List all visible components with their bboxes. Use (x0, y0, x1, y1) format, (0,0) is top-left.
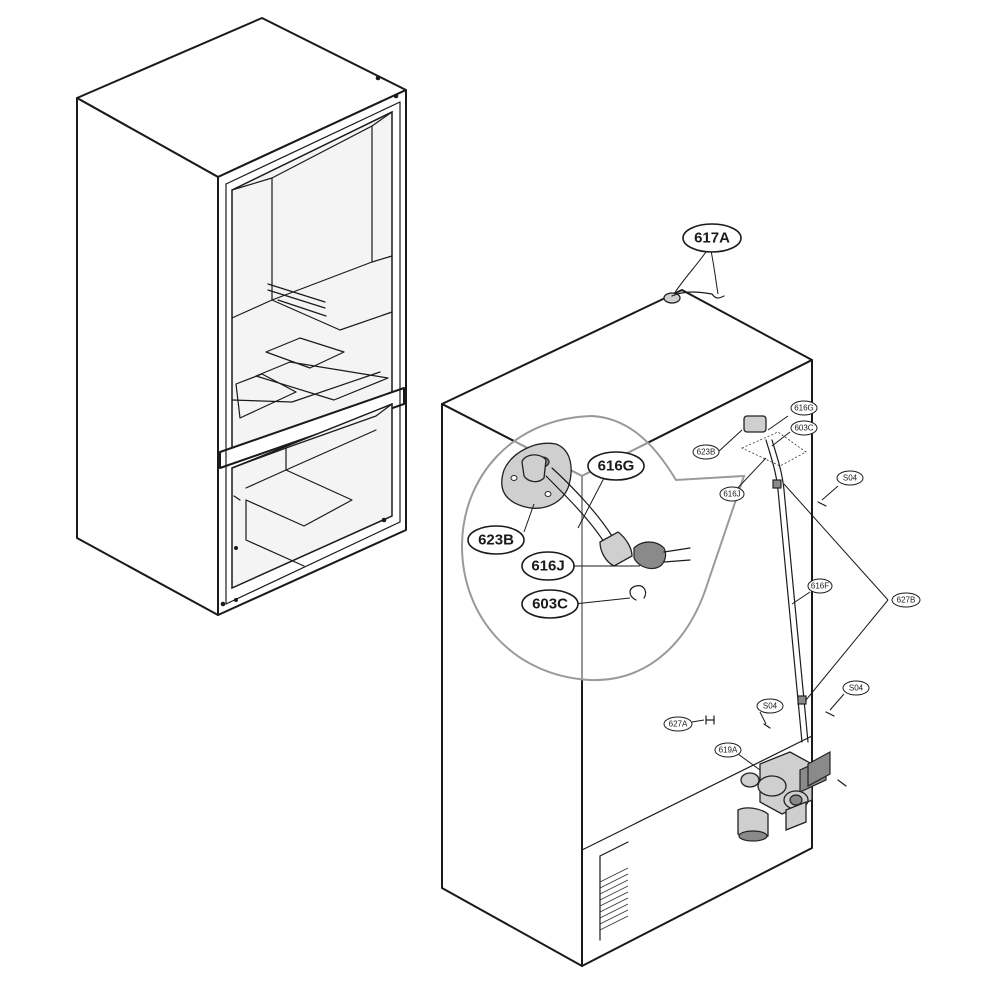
callout-603C: 603C (790, 420, 818, 436)
svg-text:616G: 616G (794, 404, 814, 413)
clip-627A (705, 715, 715, 725)
callout-619A: 619A (714, 742, 742, 758)
tube-clamp-upper (772, 479, 782, 489)
svg-text:627B: 627B (897, 596, 916, 605)
callout-S04-upper: S04 (836, 470, 864, 486)
svg-text:603C: 603C (794, 424, 813, 433)
callout-616G-detail: 616G (587, 451, 645, 481)
callout-627B: 627B (891, 592, 921, 608)
water-inlet-valve (737, 750, 831, 842)
svg-text:619A: 619A (719, 746, 738, 755)
callout-623B: 623B (692, 444, 720, 460)
cabinet-front-view (76, 17, 407, 616)
svg-text:616F: 616F (811, 582, 829, 591)
fitting-616J (599, 531, 633, 567)
top-grommet (663, 292, 681, 304)
callout-616G: 616G (790, 400, 818, 416)
svg-text:S04: S04 (843, 474, 858, 483)
clip-603C (629, 585, 647, 601)
water-tube-assembly (705, 415, 847, 787)
svg-text:603C: 603C (532, 596, 568, 613)
callout-616J: 616J (719, 486, 745, 502)
callout-S04-lower: S04 (842, 680, 870, 696)
vent-grille (599, 867, 629, 931)
svg-text:S04: S04 (763, 702, 778, 711)
svg-text:623B: 623B (697, 448, 716, 457)
svg-text:616J: 616J (723, 490, 740, 499)
svg-text:623B: 623B (478, 532, 514, 549)
callout-623B-detail: 623B (467, 525, 525, 555)
tube-clamp-lower (797, 695, 807, 705)
callout-617A: 617A (682, 223, 742, 253)
callout-616J-detail: 616J (521, 551, 575, 581)
svg-text:S04: S04 (849, 684, 864, 693)
callout-616F: 616F (807, 578, 833, 594)
callout-S04-middle: S04 (756, 698, 784, 714)
callout-603C-detail: 603C (521, 589, 579, 619)
svg-text:617A: 617A (694, 230, 730, 247)
inlet-plate-small (743, 415, 767, 433)
svg-text:616G: 616G (598, 458, 635, 475)
svg-text:627A: 627A (669, 720, 688, 729)
callout-627A: 627A (663, 716, 693, 732)
svg-text:616J: 616J (531, 558, 564, 575)
